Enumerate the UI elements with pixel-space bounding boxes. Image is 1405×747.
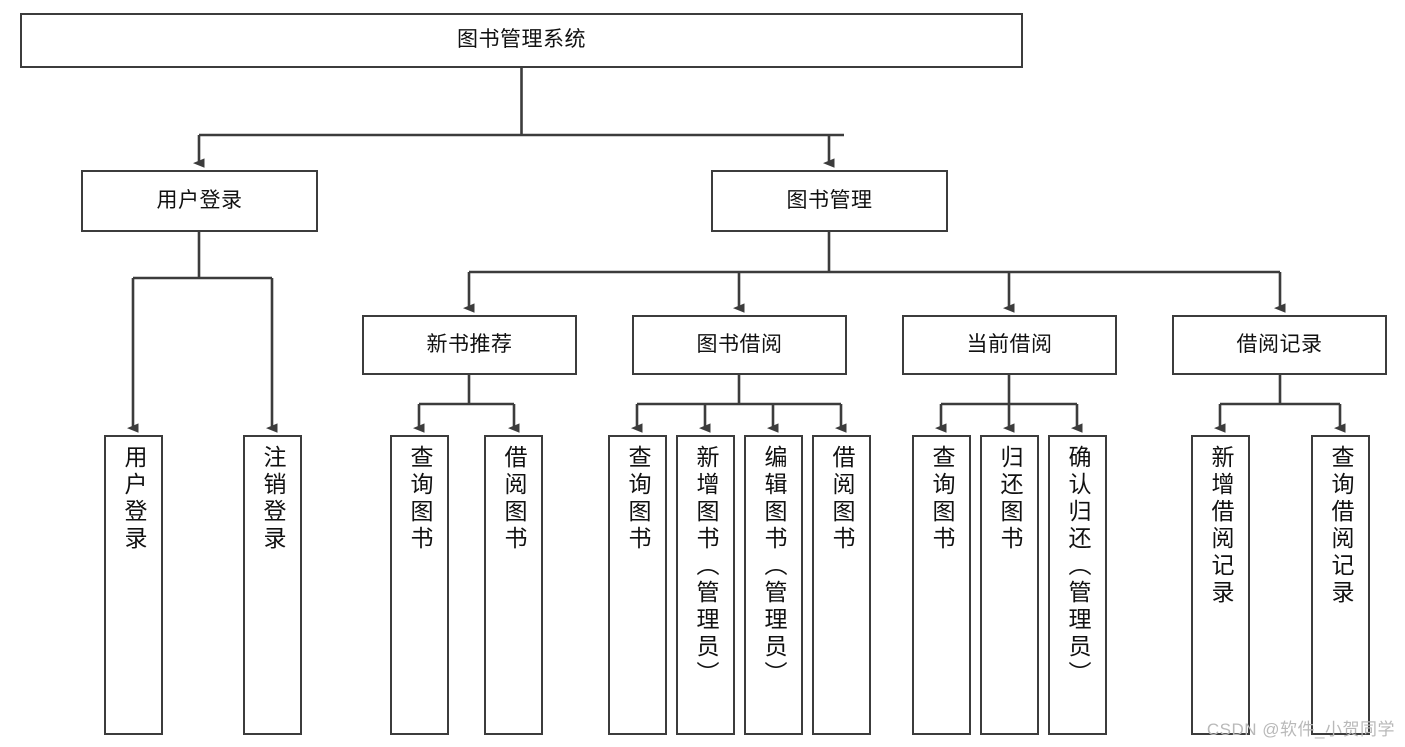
node-leaf-borrow-book-1-label: 借阅图书	[501, 445, 527, 553]
node-user-login-label: 用户登录	[156, 188, 243, 212]
node-leaf-logout-login-label: 注销登录	[260, 445, 286, 553]
node-leaf-confirm-return-label: 确认归还（管理员）	[1065, 445, 1091, 688]
node-leaf-query-book-3[interactable]: 查询图书	[912, 435, 971, 735]
node-current-borrow-label: 当前借阅	[966, 332, 1053, 356]
node-new-book-recommend[interactable]: 新书推荐	[362, 315, 577, 375]
node-user-login[interactable]: 用户登录	[81, 170, 318, 232]
node-leaf-add-record[interactable]: 新增借阅记录	[1191, 435, 1250, 735]
node-root[interactable]: 图书管理系统	[20, 13, 1023, 68]
node-leaf-query-record[interactable]: 查询借阅记录	[1311, 435, 1370, 735]
node-root-label: 图书管理系统	[457, 28, 586, 52]
node-leaf-query-book-1-label: 查询图书	[407, 445, 433, 553]
node-book-borrow-label: 图书借阅	[696, 332, 783, 356]
node-leaf-query-book-2[interactable]: 查询图书	[608, 435, 667, 735]
node-leaf-return-book-label: 归还图书	[997, 445, 1023, 553]
node-leaf-borrow-book-2-label: 借阅图书	[829, 445, 855, 553]
node-leaf-add-record-label: 新增借阅记录	[1208, 445, 1234, 607]
node-leaf-query-book-1[interactable]: 查询图书	[390, 435, 449, 735]
csdn-watermark: CSDN @软件_小贺同学	[1206, 720, 1395, 739]
node-leaf-add-book-label: 新增图书（管理员）	[693, 445, 719, 688]
node-leaf-borrow-book-1[interactable]: 借阅图书	[484, 435, 543, 735]
node-leaf-logout-login[interactable]: 注销登录	[243, 435, 302, 735]
node-current-borrow[interactable]: 当前借阅	[902, 315, 1117, 375]
node-leaf-query-book-3-label: 查询图书	[929, 445, 955, 553]
node-leaf-edit-book[interactable]: 编辑图书（管理员）	[744, 435, 803, 735]
node-leaf-edit-book-label: 编辑图书（管理员）	[761, 445, 787, 688]
node-leaf-query-record-label: 查询借阅记录	[1328, 445, 1354, 607]
node-borrow-record-label: 借阅记录	[1236, 332, 1323, 356]
node-book-management-label: 图书管理	[786, 188, 873, 212]
node-book-management[interactable]: 图书管理	[711, 170, 948, 232]
node-borrow-record[interactable]: 借阅记录	[1172, 315, 1387, 375]
node-leaf-user-login[interactable]: 用户登录	[104, 435, 163, 735]
node-book-borrow[interactable]: 图书借阅	[632, 315, 847, 375]
node-leaf-confirm-return[interactable]: 确认归还（管理员）	[1048, 435, 1107, 735]
node-leaf-user-login-label: 用户登录	[121, 445, 147, 553]
node-leaf-return-book[interactable]: 归还图书	[980, 435, 1039, 735]
node-new-book-recommend-label: 新书推荐	[426, 332, 513, 356]
node-leaf-add-book[interactable]: 新增图书（管理员）	[676, 435, 735, 735]
node-leaf-query-book-2-label: 查询图书	[625, 445, 651, 553]
node-leaf-borrow-book-2[interactable]: 借阅图书	[812, 435, 871, 735]
